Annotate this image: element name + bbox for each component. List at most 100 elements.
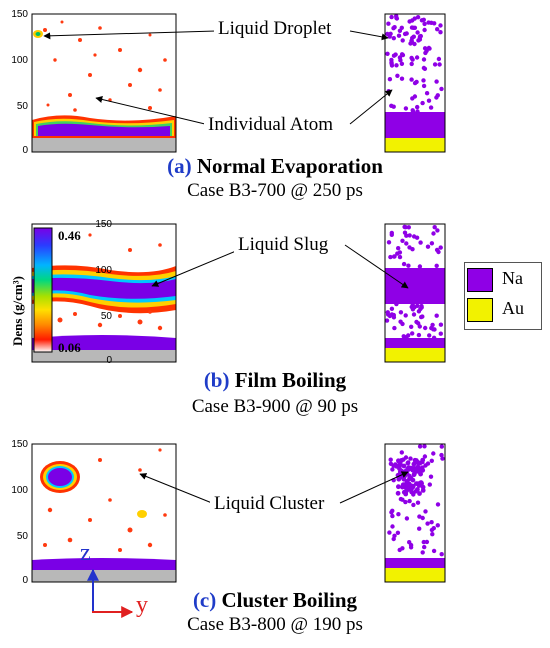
panel-c-density-frame: [31, 443, 177, 583]
atom: [404, 241, 409, 246]
colorbar-max: 0.46: [58, 228, 81, 243]
panel-c-atom-view: [385, 444, 445, 582]
atom: [439, 444, 444, 449]
atom: [420, 314, 425, 319]
atom: [425, 244, 431, 249]
atom: [434, 79, 439, 84]
panel-a-title: Normal Evaporation: [196, 154, 383, 178]
atom: [420, 467, 426, 473]
atom: [414, 235, 420, 240]
atom: [410, 331, 415, 336]
atom: [394, 63, 399, 68]
atom: [407, 233, 412, 238]
atom: [432, 327, 437, 332]
atom: [385, 51, 390, 56]
arrow-individual-atom-right: [349, 89, 393, 125]
annotation-liquid-cluster: Liquid Cluster: [210, 493, 329, 515]
atom: [406, 225, 411, 230]
legend-label-au: Au: [502, 298, 524, 318]
atom: [388, 254, 393, 260]
atom: [438, 30, 443, 35]
atom: [417, 491, 422, 496]
atom: [407, 473, 412, 478]
atom: [438, 322, 444, 327]
atom: [429, 20, 434, 25]
atom: [411, 25, 416, 30]
atom: [408, 456, 413, 461]
atom: [435, 523, 440, 528]
colorbar: [33, 227, 53, 353]
atom: [397, 55, 403, 60]
atom: [421, 57, 427, 62]
arrow-liquid-droplet-right: [349, 30, 389, 41]
panel-a-subtitle: Case B3-700 @ 250 ps: [187, 180, 363, 201]
colorbar-min: 0.06: [58, 340, 81, 355]
panel-b-ytick: 150: [95, 219, 112, 230]
atom: [399, 52, 405, 57]
atom: [432, 225, 437, 230]
atom: [430, 532, 435, 537]
atom: [427, 482, 432, 487]
atom: [389, 232, 394, 237]
atom: [391, 312, 396, 318]
atom: [396, 512, 401, 517]
panel-c-caption: (c) Cluster Boiling: [0, 588, 550, 613]
atom: [409, 324, 414, 329]
legend-label-na: Na: [502, 268, 523, 288]
atom: [431, 231, 436, 236]
atom: [391, 36, 396, 41]
arrow-liquid-cluster-left: [139, 473, 213, 504]
atom: [390, 524, 395, 529]
atom: [431, 548, 437, 554]
legend-swatch-au: [467, 298, 493, 322]
atom: [440, 456, 445, 461]
panel-c-ytick: 50: [16, 531, 28, 542]
atom: [426, 98, 432, 103]
atom: [401, 457, 406, 462]
atom: [385, 310, 390, 315]
atom: [438, 245, 443, 250]
panel-b-ytick: 100: [95, 265, 112, 276]
atom: [404, 516, 410, 521]
atom: [425, 461, 431, 466]
atom: [429, 241, 435, 246]
atom: [436, 249, 441, 255]
atom: [392, 325, 397, 331]
atom: [417, 37, 423, 42]
atom: [422, 21, 427, 27]
panel-a-density-map: [32, 14, 176, 152]
atom: [394, 464, 399, 469]
atom: [389, 14, 394, 20]
atom: [397, 250, 403, 255]
atom: [385, 318, 390, 323]
atom: [414, 319, 419, 325]
atom: [386, 21, 391, 26]
atom: [408, 545, 414, 550]
panel-b-title: Film Boiling: [234, 368, 347, 392]
panel-a-caption: (a) Normal Evaporation: [0, 154, 550, 179]
atom: [390, 513, 395, 519]
panel-b-atom-frame: [384, 223, 446, 363]
atom: [411, 34, 416, 39]
atom: [422, 444, 427, 449]
panel-a-atom-view: [385, 14, 445, 152]
atom: [421, 539, 426, 545]
atom: [410, 477, 416, 483]
atom: [387, 77, 393, 82]
atom: [410, 109, 416, 114]
atom: [391, 53, 397, 58]
panel-c-label: (c): [192, 588, 217, 612]
atom: [427, 333, 432, 338]
atom: [413, 458, 419, 463]
atom: [395, 73, 400, 79]
atom: [439, 452, 444, 458]
colorbar-title: Dens (g/cm³): [10, 276, 25, 346]
atom: [396, 246, 401, 251]
atom: [410, 467, 415, 473]
panel-b-subtitle: Case B3-900 @ 90 ps: [191, 396, 359, 417]
panel-c-title: Cluster Boiling: [221, 588, 358, 612]
atom: [429, 458, 434, 463]
atom: [400, 38, 405, 43]
atom: [429, 527, 435, 533]
